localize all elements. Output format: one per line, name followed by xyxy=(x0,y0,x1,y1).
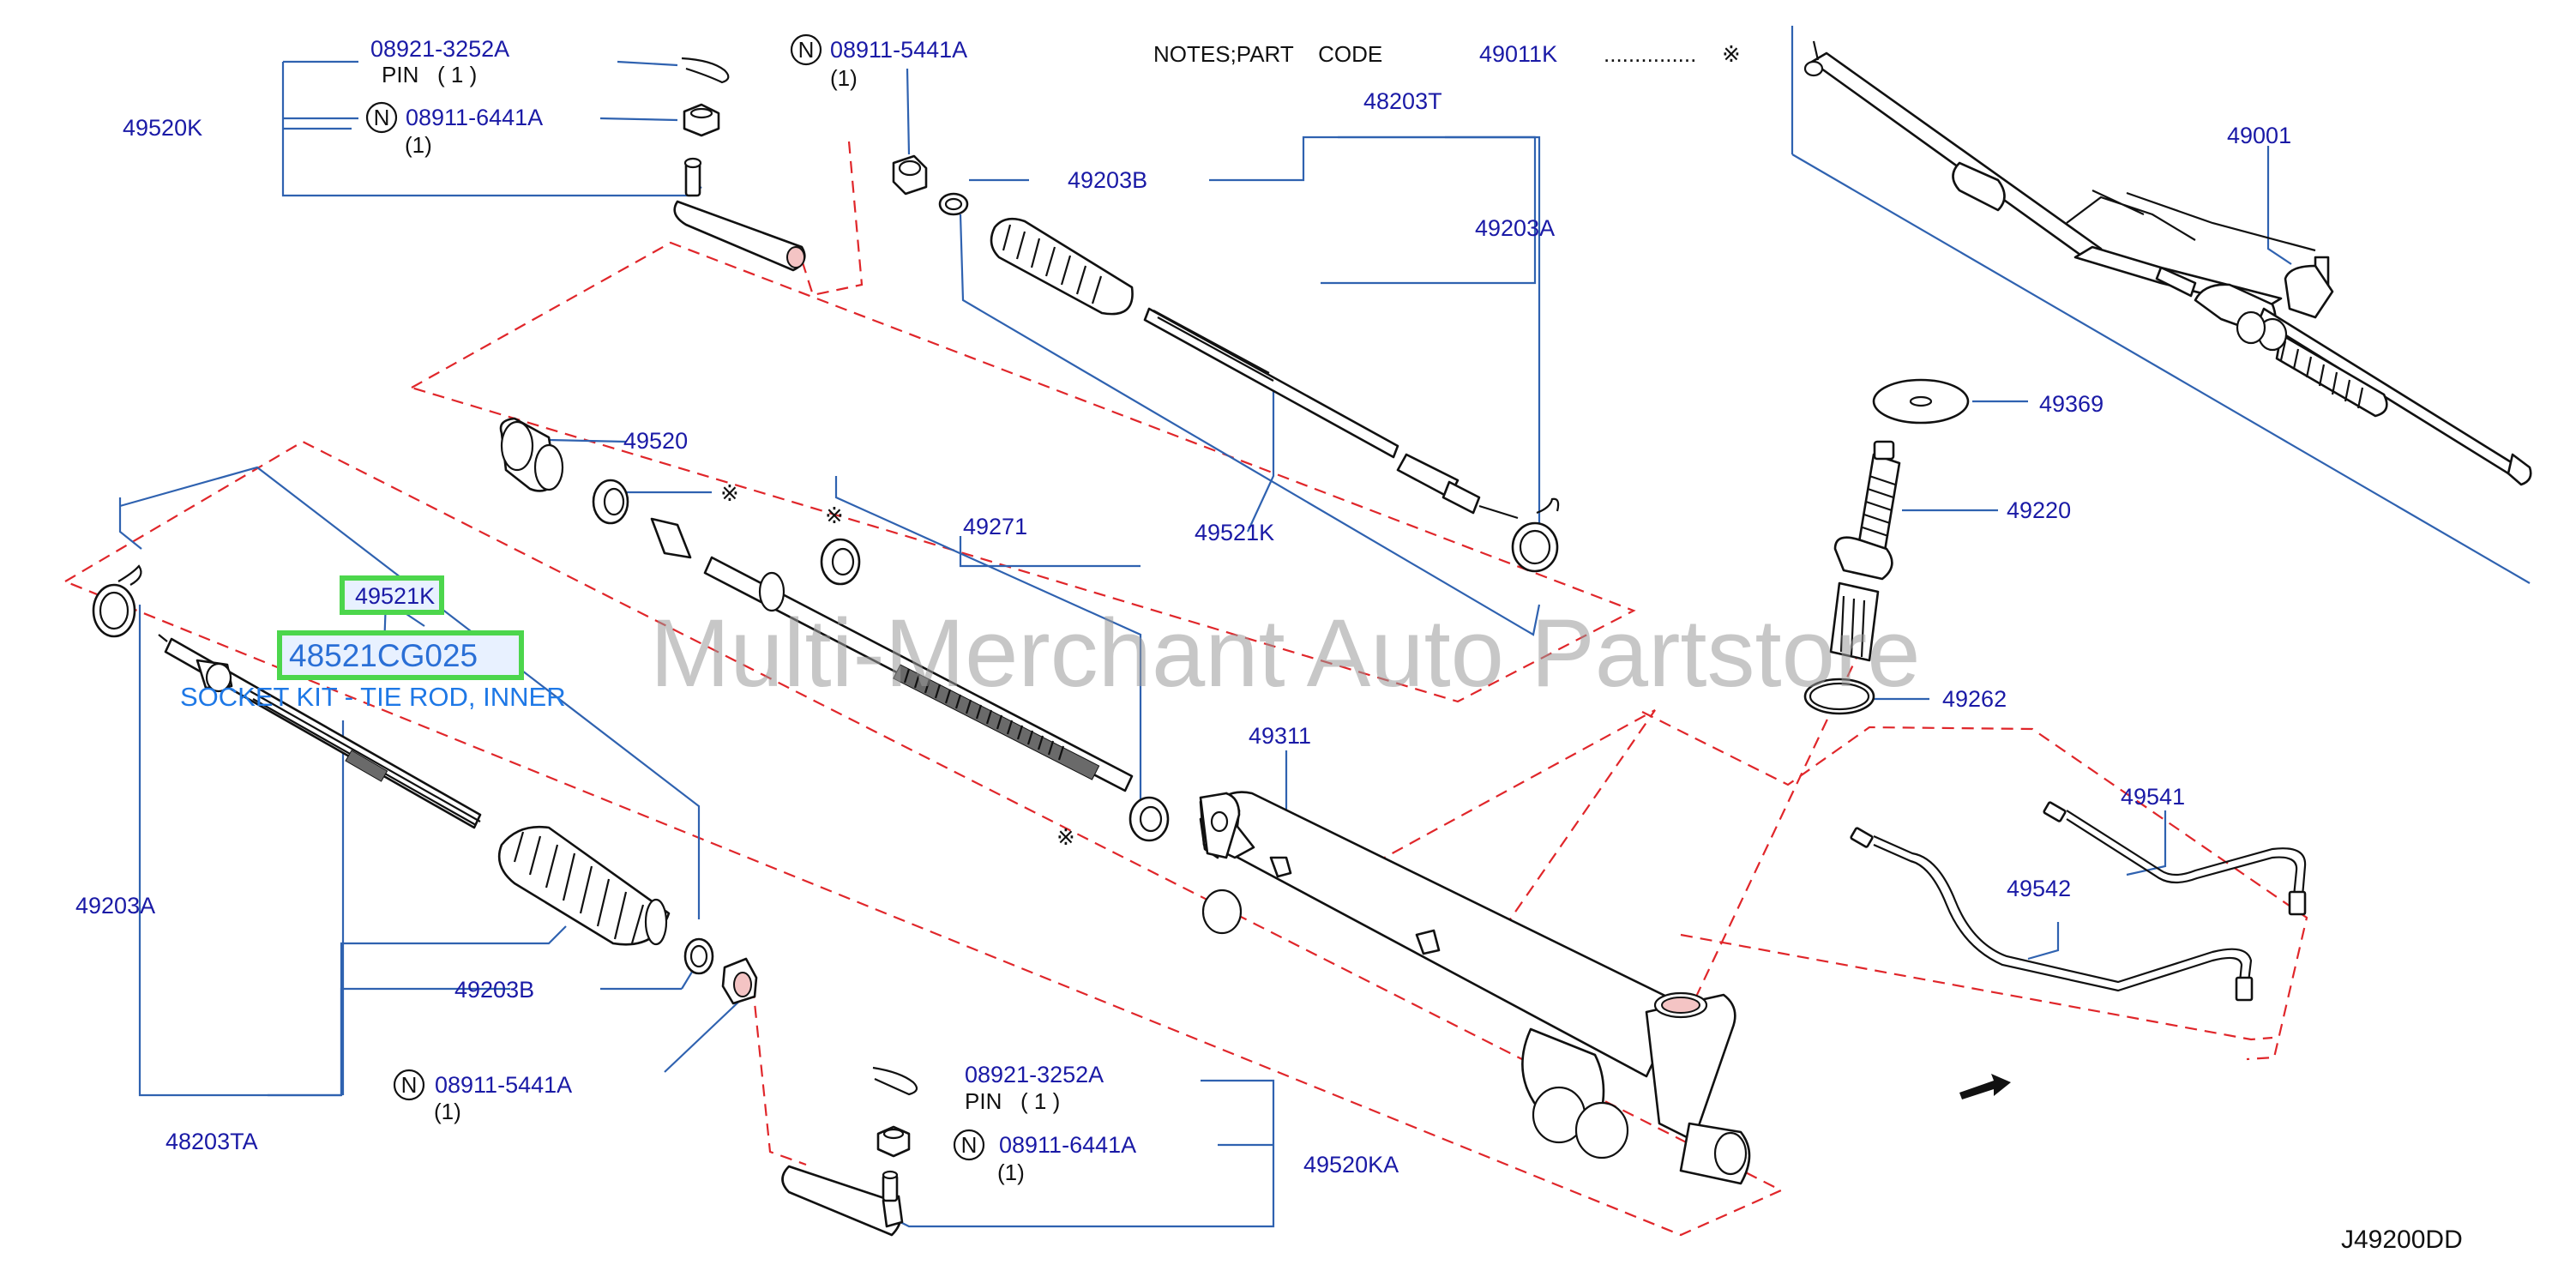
boundary-pipes xyxy=(1641,711,2308,1061)
part-label-08911-5441a-bottom[interactable]: 08911-5441A xyxy=(435,1072,572,1098)
part-label-49541[interactable]: 49541 xyxy=(2121,784,2185,810)
asterisk-mark: ※ xyxy=(720,480,739,506)
boundary-lower-outer-end xyxy=(751,985,807,1166)
part-label-08911-5441a-top[interactable]: 08911-5441A xyxy=(830,37,967,63)
highlight-box-part-label xyxy=(340,575,444,615)
boundary-pipes-mid xyxy=(1339,709,1656,965)
part-label-08921-3252a-bottom[interactable]: 08921-3252A xyxy=(965,1062,1104,1087)
part-label-49220[interactable]: 49220 xyxy=(2007,497,2071,523)
highlight-box-part-number xyxy=(277,630,524,680)
diagram-code: J49200DD xyxy=(2341,1226,2463,1254)
parts xyxy=(92,40,2532,1237)
part-label-08911-6441a-bottom[interactable]: 08911-6441A xyxy=(999,1132,1136,1158)
n-symbol-icon: N xyxy=(393,1069,425,1101)
part-label-49262[interactable]: 49262 xyxy=(1942,686,2007,712)
part-label-49203a-left[interactable]: 49203A xyxy=(75,893,155,919)
part-label-49520[interactable]: 49520 xyxy=(623,428,688,454)
o-ring-49262[interactable] xyxy=(1803,678,1875,715)
highlight-part-label[interactable]: 49521K xyxy=(355,583,435,609)
boundary-pipes-lower xyxy=(1680,933,2273,1041)
cotter-pin-bottom xyxy=(872,1066,918,1096)
part-label-49520k[interactable]: 49520K xyxy=(123,115,202,141)
nut-symbols: N N N N xyxy=(365,33,985,1161)
lock-nut-top xyxy=(892,154,928,196)
ring-49520-seal xyxy=(592,479,629,525)
rack-housing-center[interactable] xyxy=(1199,791,1751,1185)
asterisk-mark: ※ xyxy=(825,503,844,528)
boundary-upper-rack-group xyxy=(409,241,1636,703)
qty-08911-5441a-top: (1) xyxy=(830,65,858,91)
notes-dots: ............... xyxy=(1604,41,1696,67)
highlight-part-number[interactable]: 48521CG025 xyxy=(289,638,478,673)
part-label-49203b-bottom[interactable]: 49203B xyxy=(454,977,534,1003)
pinion-49220[interactable] xyxy=(1829,440,1901,662)
part-labels: 08921-3252A PIN ( 1 ) 49520K 08911-6441A… xyxy=(75,36,2291,1185)
clamp-49203a-top[interactable] xyxy=(1511,497,1560,573)
n-symbol-icon: N xyxy=(953,1129,985,1161)
notes-line: NOTES;PART CODE 49011K ............... ※ xyxy=(1153,41,1741,67)
pipe-49542[interactable] xyxy=(1850,827,2254,1002)
seal-ring-lower xyxy=(1129,796,1170,842)
part-label-48203ta[interactable]: 48203TA xyxy=(166,1129,258,1154)
inner-tie-rod-top[interactable] xyxy=(1143,307,1519,520)
watermark: Multi-Merchant Auto Partstore xyxy=(650,599,1920,707)
seal-ring-upper xyxy=(820,538,861,586)
dust-seal-49369[interactable] xyxy=(1872,378,1970,425)
pin-qty-top: PIN ( 1 ) xyxy=(382,62,477,87)
qty-08911-5441a-bottom: (1) xyxy=(434,1099,461,1124)
part-label-48203t[interactable]: 48203T xyxy=(1363,88,1442,114)
n-symbol-icon: N xyxy=(790,33,822,66)
part-label-08911-6441a-top[interactable]: 08911-6441A xyxy=(406,105,543,130)
inner-tie-rod-left[interactable] xyxy=(158,634,482,829)
highlight-part-description: SOCKET KIT - TIE ROD, INNER xyxy=(180,682,566,712)
part-label-49520ka[interactable]: 49520KA xyxy=(1303,1152,1399,1178)
pin-qty-bottom: PIN ( 1 ) xyxy=(965,1088,1060,1114)
highlighted-part: 49521K 48521CG025 SOCKET KIT - TIE ROD, … xyxy=(180,575,566,712)
clamp-49203b-left[interactable] xyxy=(683,937,714,975)
outer-tie-rod-end-bottom[interactable] xyxy=(781,1165,904,1237)
notes-mark: ※ xyxy=(1722,41,1741,67)
front-arrow-icon xyxy=(1959,1074,2011,1099)
part-label-49271[interactable]: 49271 xyxy=(963,514,1027,539)
part-label-49521k[interactable]: 49521K xyxy=(1195,520,1274,545)
asterisk-mark: ※ xyxy=(1056,824,1075,850)
svg-text:N: N xyxy=(401,1072,418,1098)
svg-text:N: N xyxy=(374,105,390,130)
qty-08911-6441a-bottom: (1) xyxy=(997,1160,1025,1185)
notes-code: 49011K xyxy=(1479,41,1557,67)
bushing-49520[interactable] xyxy=(499,417,564,492)
lock-nut-left xyxy=(721,957,758,1005)
part-label-49311[interactable]: 49311 xyxy=(1249,723,1311,749)
boundary-outer-tie-rod-top xyxy=(799,141,864,297)
n-symbol-icon: N xyxy=(365,101,398,134)
clamp-49203b-top[interactable] xyxy=(938,192,969,216)
leader-lines xyxy=(118,26,2531,1228)
svg-text:N: N xyxy=(798,37,815,63)
part-label-49369[interactable]: 49369 xyxy=(2039,391,2104,417)
pipe-49541[interactable] xyxy=(2043,801,2307,916)
qty-08911-6441a-top: (1) xyxy=(405,132,432,158)
boot-left[interactable] xyxy=(497,825,671,946)
outer-tie-rod-end-top[interactable] xyxy=(673,157,806,272)
boundary-lower-rack-group xyxy=(63,440,1784,1237)
castle-nut-top xyxy=(683,103,720,137)
castle-nut-bottom xyxy=(876,1125,911,1158)
cotter-pin-top xyxy=(681,57,730,84)
part-label-49203b-top[interactable]: 49203B xyxy=(1068,167,1147,193)
notes-label: NOTES;PART CODE xyxy=(1153,41,1382,67)
boot-top[interactable] xyxy=(990,217,1134,316)
svg-text:N: N xyxy=(961,1132,978,1158)
asterisk-marks: ※ ※ ※ xyxy=(720,480,1075,850)
part-label-49542[interactable]: 49542 xyxy=(2007,876,2071,901)
part-label-08921-3252a-top[interactable]: 08921-3252A xyxy=(370,36,509,62)
rack-assembly-49001[interactable] xyxy=(1803,40,2532,486)
part-label-49001[interactable]: 49001 xyxy=(2227,123,2291,148)
assembly-boundaries xyxy=(63,141,2308,1237)
mount-lug-49311 xyxy=(1199,792,1241,859)
clamp-49203a-left[interactable] xyxy=(92,564,142,638)
rack-bar-49271[interactable] xyxy=(650,517,1134,792)
part-label-49203a-top[interactable]: 49203A xyxy=(1475,215,1555,241)
